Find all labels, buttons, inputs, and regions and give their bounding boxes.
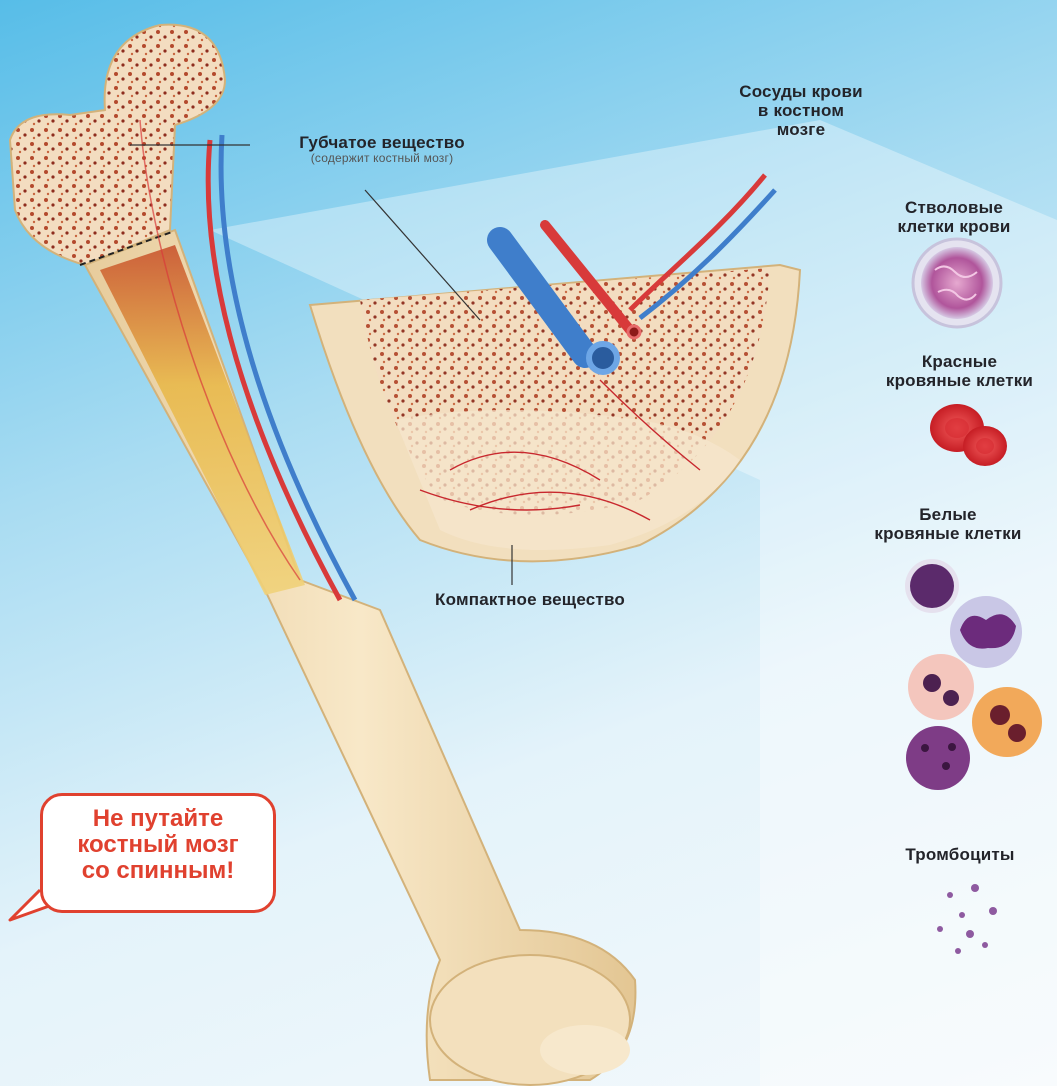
callout-line-3: со спинным! [43, 858, 273, 884]
label-spongy-substance: Губчатое вещество (содержит костный мозг… [262, 133, 502, 165]
label-stem-line-2: клетки крови [864, 217, 1044, 236]
label-vessels: Сосуды крови в костном мозге [716, 82, 886, 139]
label-vessels-line-1: Сосуды крови [716, 82, 886, 101]
label-platelets: Тромбоциты [880, 845, 1040, 864]
stem-cell [913, 239, 1001, 327]
label-white-line-2: кровяные клетки [848, 524, 1048, 543]
label-vessels-line-2: в костном [716, 101, 886, 120]
label-red-line-1: Красные [862, 352, 1057, 371]
label-white-line-1: Белые [848, 505, 1048, 524]
label-spongy-subtitle: (содержит костный мозг) [262, 152, 502, 165]
label-stem-cells: Стволовые клетки крови [864, 198, 1044, 236]
callout-bubble: Не путайте костный мозг со спинным! [40, 793, 276, 913]
callout-line-1: Не путайте [43, 806, 273, 832]
label-spongy-title: Губчатое вещество [262, 133, 502, 152]
label-red-cells: Красные кровяные клетки [862, 352, 1057, 390]
label-compact-substance: Компактное вещество [400, 590, 660, 609]
label-white-cells: Белые кровяные клетки [848, 505, 1048, 543]
callout-line-2: костный мозг [43, 832, 273, 858]
bone-marrow [100, 245, 305, 595]
label-vessels-line-3: мозге [716, 120, 886, 139]
label-stem-line-1: Стволовые [864, 198, 1044, 217]
label-red-line-2: кровяные клетки [862, 371, 1057, 390]
